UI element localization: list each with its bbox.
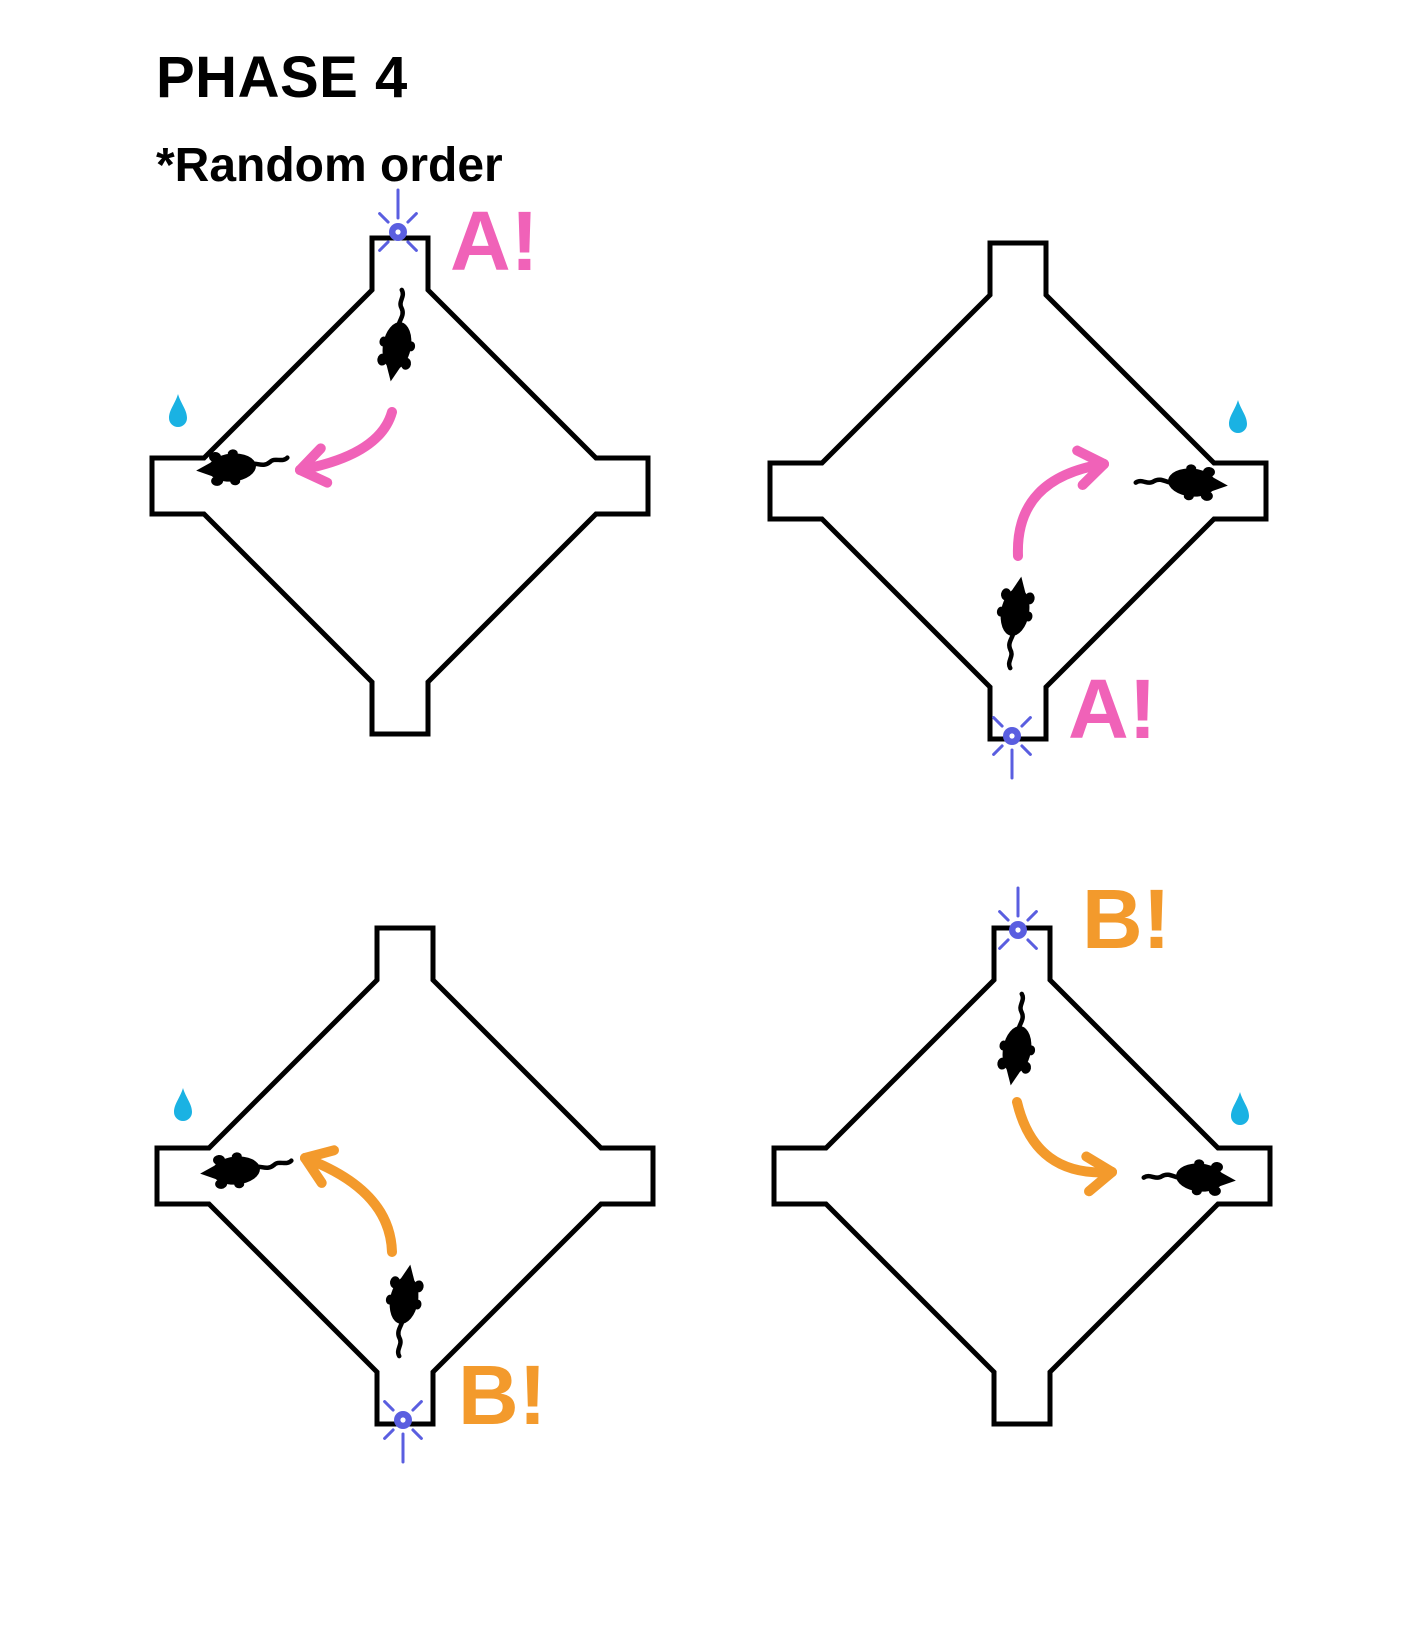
light-icon (383, 1400, 423, 1464)
light-icon (378, 188, 418, 252)
maze-panel-2: A! (767, 240, 1269, 780)
arrow-icon (295, 407, 397, 488)
cue-label: A! (1068, 662, 1157, 756)
maze-icon (154, 925, 656, 1427)
mouse-icon (1141, 1159, 1236, 1196)
maze-panel-1: A! (149, 188, 651, 737)
arrow-icon (300, 1145, 397, 1257)
cue-label: B! (1082, 872, 1171, 966)
maze-icon (149, 235, 651, 737)
light-icon (992, 716, 1032, 780)
mouse-icon (200, 1152, 294, 1189)
arrow-icon (1012, 445, 1109, 561)
maze-icon (767, 240, 1269, 742)
mouse-icon (377, 287, 416, 382)
mouse-icon (1133, 464, 1228, 501)
cue-label: B! (458, 1348, 547, 1442)
water-drop-icon (1229, 400, 1247, 433)
cue-label: A! (450, 194, 539, 288)
light-icon (998, 886, 1038, 950)
mouse-icon (196, 449, 290, 486)
page-title: PHASE 4 (156, 45, 408, 110)
maze-panel-4: B! (771, 872, 1273, 1427)
water-drop-icon (169, 394, 187, 427)
page-subtitle: *Random order (156, 139, 503, 192)
mouse-icon (385, 1264, 424, 1359)
mouse-icon (996, 576, 1035, 671)
water-drop-icon (174, 1088, 192, 1121)
arrow-icon (1012, 1097, 1117, 1197)
mouse-icon (997, 991, 1036, 1086)
maze-icon (771, 925, 1273, 1427)
maze-panel-3: B! (154, 925, 656, 1464)
water-drop-icon (1231, 1092, 1249, 1125)
